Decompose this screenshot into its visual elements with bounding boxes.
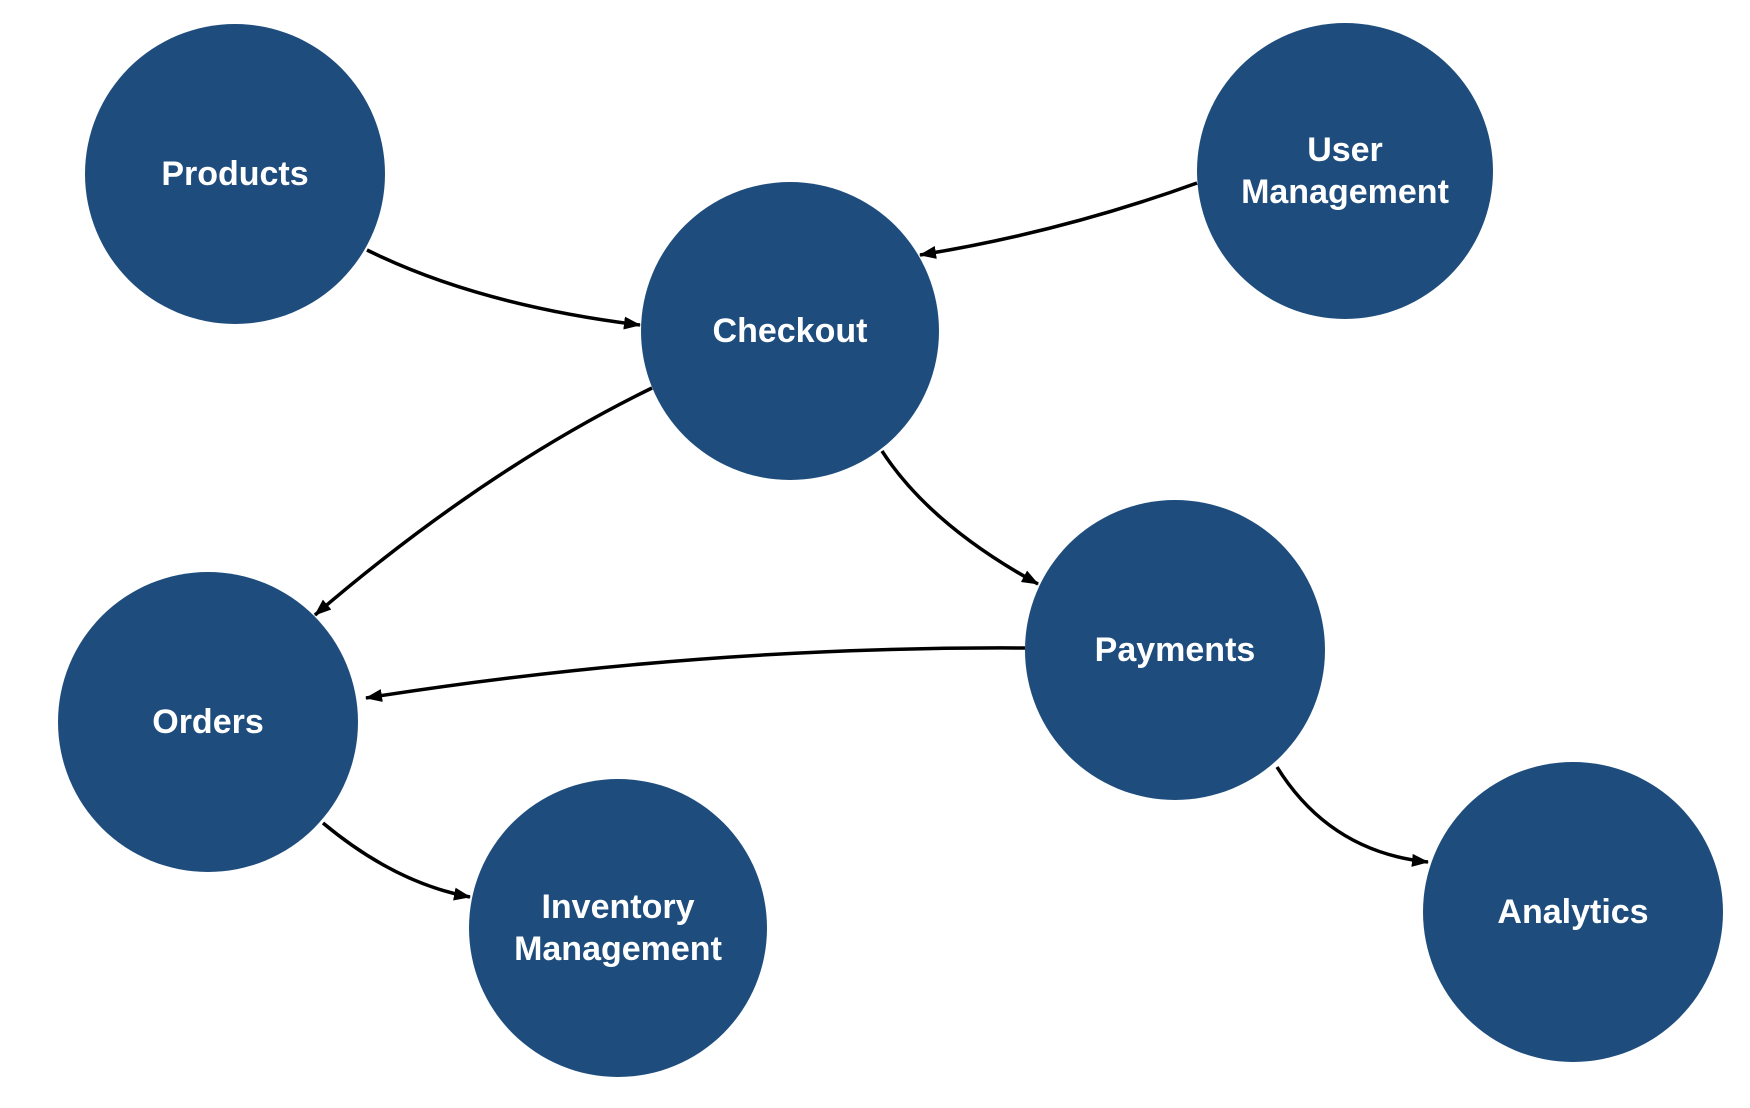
node-user-management[interactable] — [1197, 23, 1493, 319]
node-payments-label: Payments — [1095, 631, 1256, 669]
node-label-line: Orders — [152, 703, 264, 741]
node-label-line: Inventory — [541, 888, 694, 926]
node-payments[interactable] — [1025, 500, 1325, 800]
node-checkout[interactable] — [641, 182, 939, 480]
node-label-line: Management — [514, 930, 722, 968]
edge-checkout-to-orders[interactable] — [313, 386, 653, 617]
edge-checkout-to-payments[interactable] — [880, 450, 1039, 586]
node-label-line: User — [1307, 131, 1383, 169]
edge-payments-to-analytics[interactable] — [1275, 766, 1429, 867]
node-orders[interactable] — [58, 572, 358, 872]
node-label-line: Checkout — [713, 312, 868, 350]
node-orders-label: Orders — [152, 703, 264, 741]
edge-products-to-checkout[interactable] — [366, 248, 641, 330]
node-analytics[interactable] — [1423, 762, 1723, 1062]
node-inventory-management[interactable] — [469, 779, 767, 1077]
node-label-line: Management — [1241, 173, 1449, 211]
node-label-line: Payments — [1095, 631, 1256, 669]
node-products[interactable] — [85, 24, 385, 324]
node-checkout-label: Checkout — [713, 312, 868, 350]
node-label-line: Products — [161, 155, 308, 193]
node-products-label: Products — [161, 155, 308, 193]
edges-layer — [313, 181, 1429, 901]
node-label-line: Analytics — [1497, 893, 1648, 931]
node-analytics-label: Analytics — [1497, 893, 1648, 931]
edge-orders-to-inventory-management[interactable] — [321, 821, 471, 901]
edge-user-management-to-checkout[interactable] — [919, 181, 1198, 259]
edge-payments-to-orders[interactable] — [365, 646, 1026, 702]
